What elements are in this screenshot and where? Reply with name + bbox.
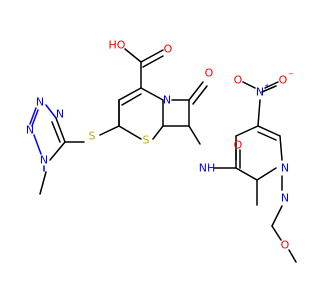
bond-n1-c5 [279,135,283,161]
bond-c8-o [188,81,204,101]
atom-nitro-o2: O [279,74,288,87]
atom-lactam-o: O [205,67,214,80]
bond-nitro-o1 [242,81,256,89]
molecule-canvas: N N N N S S N HO O O NH O N N O N + O O … [26,39,297,263]
bond-c4-nitro [257,99,261,127]
bond-c4-s [118,125,142,140]
bond-nitro-o2 [264,81,279,89]
atom-acid-o: O [164,43,173,56]
bond-c7-nh [188,125,201,145]
atom-ring-n: N [163,94,171,107]
bond-c5-n4 [49,141,66,161]
bond-ch3-n [39,171,47,195]
atom-pyrazole-n1: N [281,162,289,175]
bond-s-ch2 [99,125,120,136]
atom-pyrazole-n2: N [281,192,289,205]
bond-c-oh [124,48,142,63]
thioether-linker [99,99,120,136]
bond-s-c6 [152,125,164,140]
atom-tetrazole-n2: N [36,96,44,109]
atom-nitro-n: N [256,86,264,99]
bond-n2-n1 [45,104,57,119]
bond-c-o [140,49,164,63]
atom-nitro-o1: O [234,74,243,87]
atom-labels: N N N N S S N HO O O NH O N N O N + O O … [26,39,294,252]
dihydrothiazine-ring [118,87,164,140]
bond-o-ch3 [288,249,297,263]
bond-c3-o [271,225,282,241]
bond-n2-c3 [271,205,283,227]
pyrazole-ring [235,125,283,161]
bond-c5-c4 [257,125,281,137]
atom-amide-o: O [234,139,243,152]
atom-ring-s: S [143,134,150,147]
atom-amide-nh: NH [199,162,216,175]
bond-c4-c3 [235,125,259,137]
nitro-minus-charge: − [288,70,294,78]
bond-c2-n [140,87,164,101]
atom-methoxy-o: O [281,239,290,252]
bond-c5-n1 [55,117,66,143]
nitro-plus-charge: + [264,82,270,90]
bond-n4-n3 [33,134,42,155]
atom-tetrazole-n3: N [26,124,34,137]
atom-thioether-s: S [89,130,96,143]
carboxylic-acid [124,48,164,89]
bond-co-ch [235,167,258,181]
atom-tetrazole-n1: N [56,108,64,121]
bond-n3-n2 [31,109,39,127]
molecule-structure: N N N N S S N HO O O NH O N N O N + O O … [26,39,297,263]
bond-ch-npz [256,167,277,181]
atom-tetrazole-n4: N [40,154,48,167]
beta-lactam-ring [162,81,208,127]
atom-acid-oh: HO [109,39,126,52]
pyrazole-substituents [242,81,297,263]
bond-c3-c2 [118,87,142,101]
tetrazole-ring [29,104,85,195]
